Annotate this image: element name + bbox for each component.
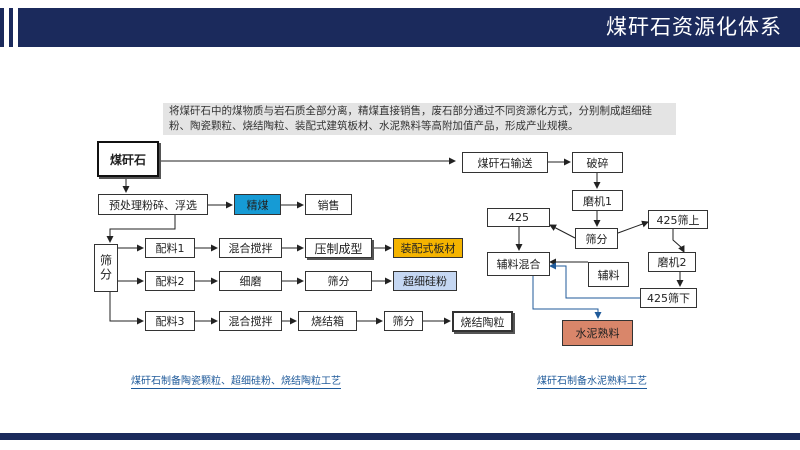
sintered-ceramsite-box: 烧结陶粒 (452, 311, 513, 332)
screening-right-box: 筛分 (575, 228, 618, 249)
prefab-board-box: 装配式板材 (393, 238, 463, 258)
mill-2-box: 磨机2 (648, 252, 696, 272)
press-forming-box: 压制成型 (305, 238, 372, 258)
right-caption: 煤矸石制备水泥熟料工艺 (537, 372, 647, 389)
undersize-425-box: 425筛下 (640, 288, 697, 308)
aux-material-box: 辅料 (588, 262, 629, 287)
ingredient-3-box: 配料3 (145, 311, 195, 331)
clean-coal-box: 精煤 (234, 194, 281, 215)
ingredient-1-box: 配料1 (145, 238, 195, 258)
gangue-transport-box: 煤矸石输送 (462, 152, 548, 173)
size-425-box: 425 (487, 208, 550, 227)
ingredient-2-box: 配料2 (145, 271, 195, 291)
mix-stir-3-box: 混合搅拌 (219, 311, 282, 331)
cement-clinker-box: 水泥熟料 (562, 320, 633, 346)
aux-mix-box: 辅料混合 (487, 252, 550, 276)
mix-stir-box: 混合搅拌 (219, 238, 282, 258)
fine-grind-box: 细磨 (219, 271, 282, 291)
header-stripe (4, 8, 9, 47)
ultrafine-silica-box: 超细硅粉 (393, 271, 457, 291)
description-note: 将煤矸石中的煤物质与岩石质全部分离，精煤直接销售，废石部分通过不同资源化方式，分… (163, 103, 676, 135)
screening-2-box: 筛分 (305, 271, 372, 291)
pretreatment-box: 预处理粉碎、浮选 (98, 194, 208, 215)
coal-gangue-source: 煤矸石 (97, 141, 159, 177)
header-bar (0, 8, 800, 47)
crush-box: 破碎 (572, 152, 623, 173)
screening-box: 筛分 (94, 244, 118, 292)
page-title: 煤矸石资源化体系 (606, 15, 782, 39)
mill-1-box: 磨机1 (572, 190, 623, 211)
header-stripe (13, 8, 18, 47)
sale-box: 销售 (305, 194, 352, 215)
oversize-425-box: 425筛上 (648, 210, 708, 229)
sinter-box: 烧结箱 (298, 311, 357, 331)
screening-3-box: 筛分 (384, 311, 423, 331)
left-caption: 煤矸石制备陶瓷颗粒、超细硅粉、烧结陶粒工艺 (131, 372, 341, 389)
footer-bar (0, 433, 800, 440)
